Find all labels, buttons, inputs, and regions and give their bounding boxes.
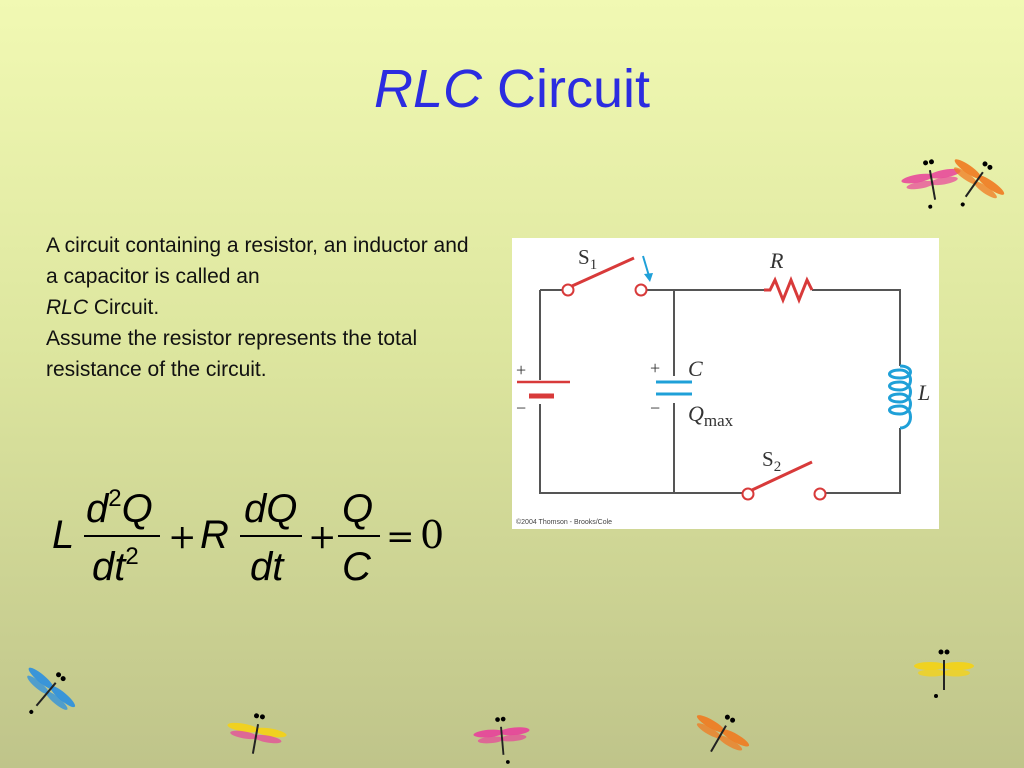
eq-zero: 0 <box>420 513 444 557</box>
switch-s2 <box>741 460 827 501</box>
switch-s2-label: S2 <box>762 447 781 475</box>
eq-plus-1: + <box>168 517 197 557</box>
rlc-equation: L d2Q dt2 + R dQ dt + Q C = 0 <box>40 470 480 600</box>
switch-s1 <box>561 256 648 297</box>
figure-copyright: ©2004 Thomson - Brooks/Cole <box>516 518 612 526</box>
dragonfly-icon <box>901 159 961 209</box>
eq-frac1-Q: Q <box>122 487 153 531</box>
wire-right-bottom <box>822 428 901 494</box>
eq-frac2-num: dQ <box>244 487 297 531</box>
capacitor-plus: + <box>650 358 660 378</box>
inductor <box>888 364 912 430</box>
slide-title: RLC Circuit <box>0 62 1024 116</box>
eq-frac2-den: dt <box>250 545 285 589</box>
body-paragraph-2: Assume the resistor represents the total… <box>46 327 418 381</box>
capacitor <box>656 380 692 396</box>
wire-bottom <box>539 404 744 494</box>
dragonfly-icon <box>473 716 530 764</box>
switch-s1-label: S1 <box>578 245 597 273</box>
eq-frac1-num: d2Q <box>86 485 153 531</box>
equation-svg: L d2Q dt2 + R dQ dt + Q C = 0 <box>52 485 444 589</box>
resistor <box>764 275 814 305</box>
eq-equals: = <box>386 517 415 557</box>
eq-R: R <box>200 513 229 557</box>
capacitor-label: C <box>688 356 703 381</box>
dragonfly-icon <box>914 649 974 698</box>
eq-frac1-d: d <box>86 487 110 531</box>
capacitor-minus: − <box>650 398 660 418</box>
dragonfly-icon <box>27 667 76 714</box>
title-rest: Circuit <box>482 59 651 119</box>
inductor-label: L <box>917 380 930 405</box>
title-italic: RLC <box>373 59 482 119</box>
eq-frac1-num-sq: 2 <box>108 485 121 512</box>
eq-frac1-den: dt2 <box>92 543 139 589</box>
dragonfly-icon <box>953 159 1005 207</box>
dragonfly-icon <box>696 714 750 753</box>
body-rlc-italic: RLC <box>46 296 89 319</box>
circuit-diagram: + − + − C Qmax R L S1 <box>516 245 930 526</box>
switch-arrow-icon <box>642 255 653 282</box>
body-paragraph-1: A circuit containing a resistor, an indu… <box>46 230 486 323</box>
dragonfly-icon <box>227 713 287 754</box>
body-line-2: Circuit. <box>88 296 160 319</box>
charge-label: Qmax <box>688 401 734 430</box>
switch-s1-letter: S <box>578 245 590 269</box>
body-text: A circuit containing a resistor, an indu… <box>46 230 486 385</box>
eq-L: L <box>52 513 74 557</box>
body-line-1: A circuit containing a resistor, an indu… <box>46 234 469 288</box>
eq-frac1-dt: dt <box>92 545 127 589</box>
circuit-figure: + − + − C Qmax R L S1 <box>512 238 939 529</box>
switch-s2-letter: S <box>762 447 774 471</box>
circuit-wires <box>539 289 901 494</box>
battery <box>517 380 570 399</box>
resistor-label: R <box>769 248 784 273</box>
charge-label-main: Q <box>688 401 704 426</box>
switch-s2-sub: 2 <box>774 459 782 475</box>
eq-frac3-num: Q <box>342 487 373 531</box>
wire-top-right <box>812 289 901 366</box>
switch-s1-sub: 1 <box>590 257 598 273</box>
eq-frac1-den-sq: 2 <box>125 543 138 570</box>
battery-plus: + <box>516 360 526 380</box>
battery-minus: − <box>516 398 526 418</box>
eq-plus-2: + <box>308 517 337 557</box>
eq-frac3-den: C <box>342 545 372 589</box>
charge-label-sub: max <box>704 411 734 430</box>
